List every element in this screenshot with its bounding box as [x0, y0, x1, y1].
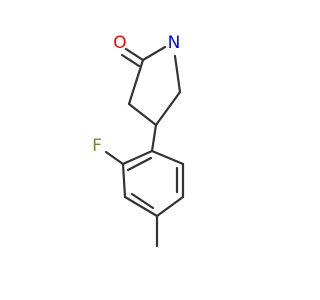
- bond-ar6-ar1: [150, 149, 185, 166]
- bond-c2-o-double-a: [124, 47, 145, 62]
- bond-ar4-ar5: [155, 195, 185, 218]
- aromatic-inner-1: [130, 192, 155, 210]
- bond-c3-c4: [127, 102, 158, 127]
- atom-fluorine-label: F: [92, 136, 102, 156]
- bond-ar1-ar2: [121, 149, 154, 166]
- aromatic-inner-3: [126, 156, 153, 172]
- bond-ar2-f: [104, 150, 125, 166]
- bond-c2-c3: [127, 58, 145, 106]
- bond-n1-c2: [141, 45, 167, 62]
- bond-ar3-ar4: [123, 195, 159, 218]
- bond-c4-aryl: [150, 123, 158, 153]
- molecule-structure-diagram: O N F: [92, 33, 185, 248]
- bond-c5-n1: [173, 54, 182, 94]
- atom-oxygen-label: O: [113, 33, 126, 53]
- bond-c4-c5: [154, 90, 182, 127]
- bond-ar2-ar3: [121, 162, 127, 199]
- atom-nitrogen-label: N: [168, 33, 181, 53]
- bond-c2-o-double-b: [120, 53, 141, 68]
